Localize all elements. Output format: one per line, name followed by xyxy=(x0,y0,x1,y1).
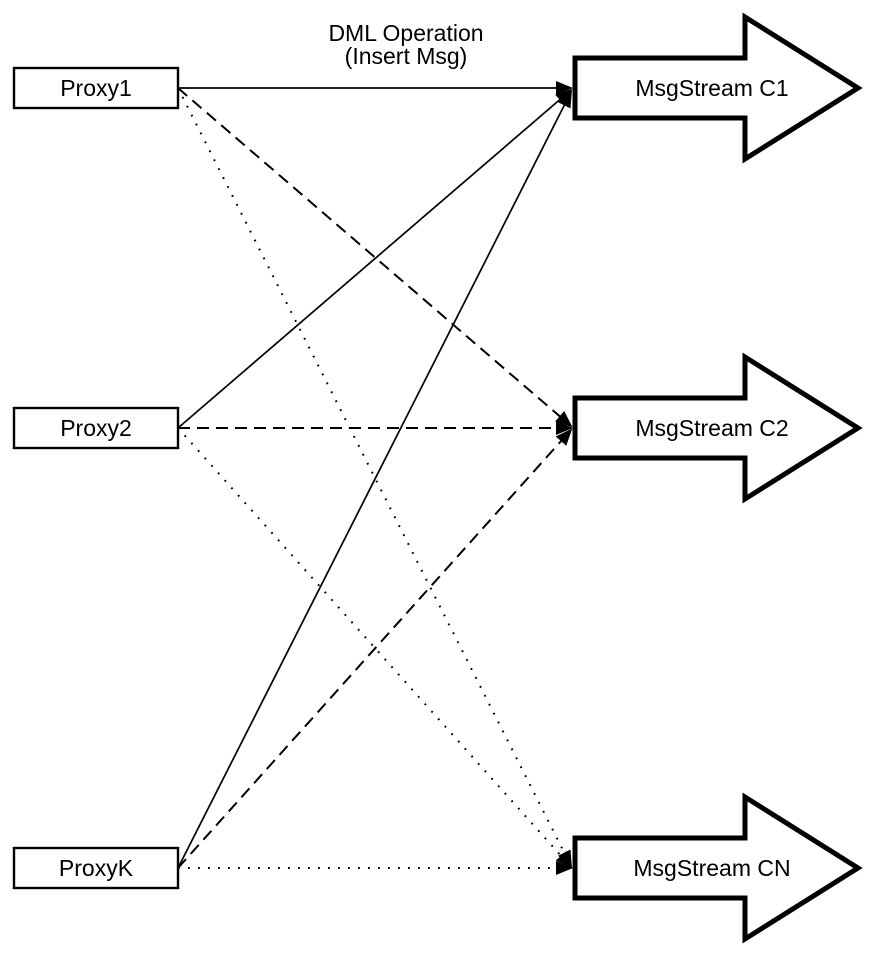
proxy-node-proxyk: ProxyK xyxy=(12,846,180,890)
edge-proxy1-to-msgstream-cn xyxy=(177,87,572,868)
proxyk-box xyxy=(12,846,180,890)
proxy-node-proxy2: Proxy2 xyxy=(12,406,180,450)
edge-proxy1-to-msgstream-c2 xyxy=(177,87,573,428)
edge-proxy2-to-msgstream-c1 xyxy=(177,88,573,429)
diagram-title-line2: (Insert Msg) xyxy=(345,43,468,69)
proxy-node-proxy1: Proxy1 xyxy=(12,66,180,110)
msgstream-c2-arrow-shape xyxy=(572,352,863,504)
msgstream-cn-arrow-shape xyxy=(572,792,863,944)
proxy1-box xyxy=(12,66,180,110)
edges-layer xyxy=(177,81,573,875)
msgstream-node-c2: MsgStream C2 xyxy=(572,352,863,504)
msgstream-node-cn: MsgStream CN xyxy=(572,792,863,944)
msgstream-node-c1: MsgStream C1 xyxy=(572,12,863,164)
diagram-title-line1: DML Operation xyxy=(328,20,483,46)
proxy1-label: Proxy1 xyxy=(60,75,132,101)
proxyk-label: ProxyK xyxy=(59,855,134,881)
edge-proxyk-to-msgstream-c1 xyxy=(177,90,572,869)
proxy2-box xyxy=(12,406,180,450)
msgstream-c2-label: MsgStream C2 xyxy=(635,415,788,441)
msgstream-c1-arrow-shape xyxy=(572,12,863,164)
edge-proxyk-to-msgstream-c2 xyxy=(177,428,573,869)
msgstream-c1-label: MsgStream C1 xyxy=(635,75,788,101)
edge-proxy2-to-msgstream-cn xyxy=(177,427,573,869)
proxy2-label: Proxy2 xyxy=(60,415,132,441)
msgstream-cn-label: MsgStream CN xyxy=(633,855,790,881)
